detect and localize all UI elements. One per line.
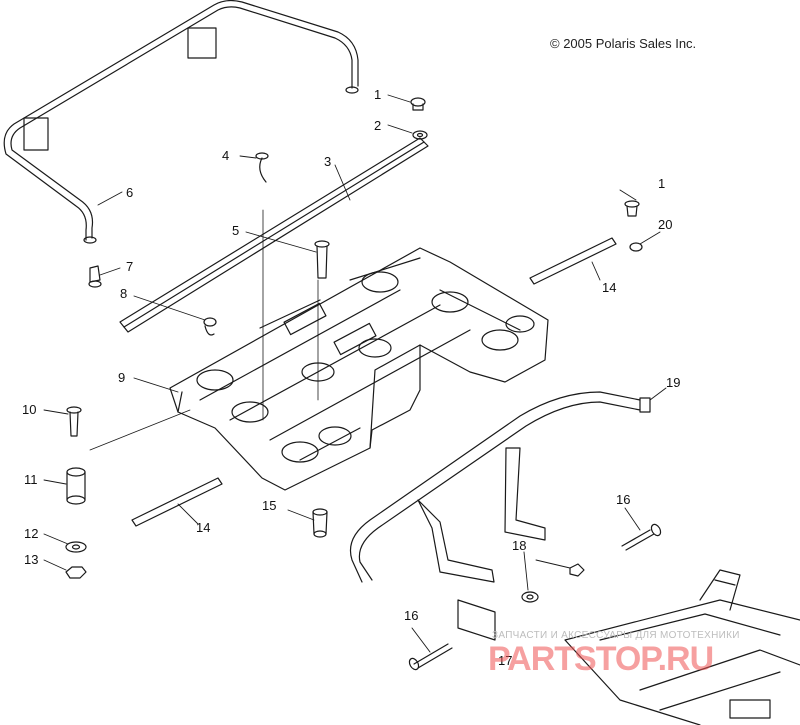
callout-17: 17	[498, 653, 512, 668]
callout-8: 8	[120, 286, 127, 301]
rack-platform-9	[169, 247, 549, 491]
callout-14-left: 14	[196, 520, 210, 535]
mounting-strip-3	[119, 137, 429, 333]
fastener-1-right	[624, 200, 640, 217]
callout-18: 18	[512, 538, 526, 553]
clip-8	[203, 317, 217, 336]
assembly-lines	[89, 209, 319, 451]
bushing-18	[521, 563, 585, 603]
callout-15: 15	[262, 498, 276, 513]
lower-rail-19	[349, 391, 651, 583]
rack-upper-rail	[3, 0, 359, 244]
fastener-1-top	[410, 97, 426, 111]
callout-13: 13	[24, 552, 38, 567]
callout-9: 9	[118, 370, 125, 385]
vehicle-frame	[564, 569, 800, 725]
callout-16-upper: 16	[616, 492, 630, 507]
callout-1-right: 1	[658, 176, 665, 191]
callout-1-top: 1	[374, 87, 381, 102]
callout-14-right: 14	[602, 280, 616, 295]
washer-12	[65, 541, 87, 553]
callout-12: 12	[24, 526, 38, 541]
callout-5: 5	[232, 223, 239, 238]
callout-16-lower: 16	[404, 608, 418, 623]
callout-3: 3	[324, 154, 331, 169]
bolt-5	[314, 240, 330, 279]
bolt-16-upper	[621, 523, 662, 551]
callout-19: 19	[666, 375, 680, 390]
strip-14-left	[131, 477, 223, 527]
callout-4: 4	[222, 148, 229, 163]
copyright-notice: © 2005 Polaris Sales Inc.	[550, 36, 697, 51]
washer-2	[412, 130, 428, 140]
bolt-16-lower	[408, 643, 453, 671]
pin-4	[255, 152, 269, 183]
callout-2: 2	[374, 118, 381, 133]
nut-13	[65, 566, 87, 579]
spacer-15	[312, 508, 328, 538]
callout-20: 20	[658, 217, 672, 232]
callout-6: 6	[126, 185, 133, 200]
nut-20	[629, 242, 643, 252]
plate-17	[457, 599, 496, 641]
watermark-caption: ЗАПЧАСТИ И АКСЕССУАРЫ ДЛЯ МОТОТЕХНИКИ	[492, 630, 740, 641]
watermark-logo: PARTSTOP.RU	[488, 640, 714, 678]
callout-10: 10	[22, 402, 36, 417]
fastener-7	[88, 265, 102, 288]
callout-numbers: 1 2 3 4 5 6 7 8 9 10 11 12 13 14 14 15 1…	[22, 87, 680, 668]
strip-14-right	[529, 237, 617, 285]
bolt-10	[66, 406, 82, 437]
spacer-11	[66, 467, 86, 505]
leader-lines	[43, 94, 667, 653]
callout-7: 7	[126, 259, 133, 274]
callout-11: 11	[24, 472, 38, 487]
